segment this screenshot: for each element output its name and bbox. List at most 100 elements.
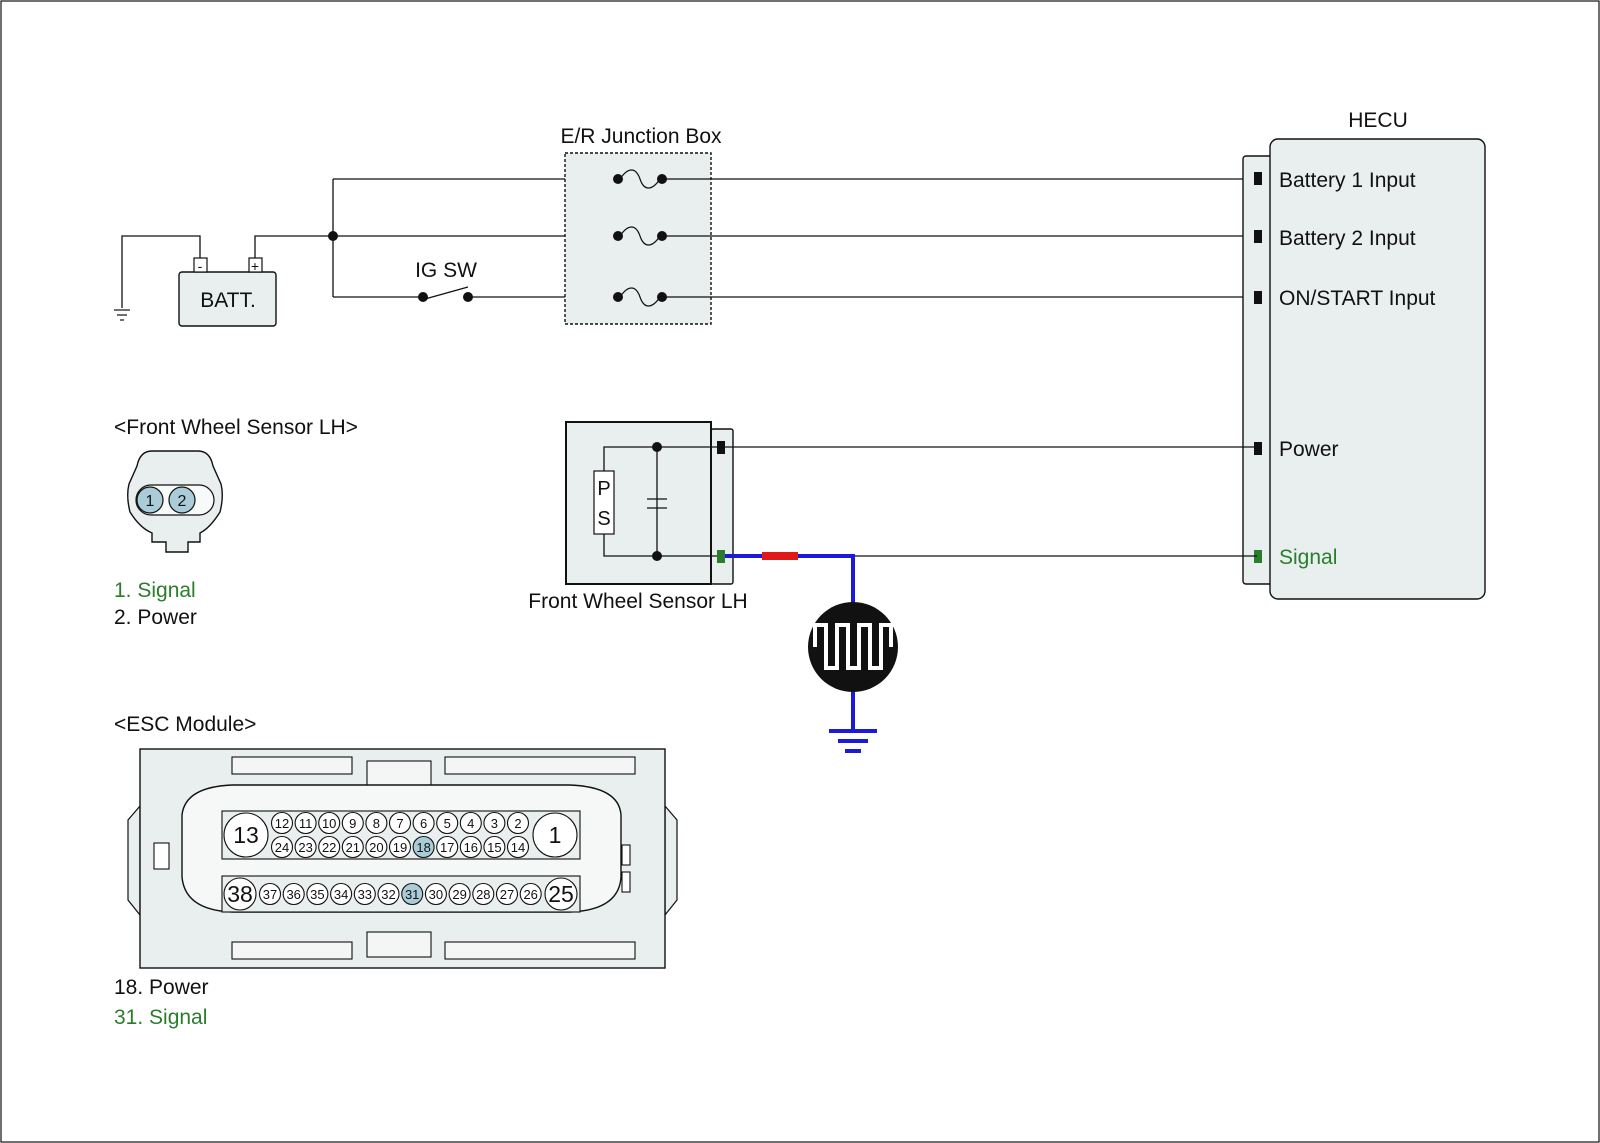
sensor-pin-1: 1 <box>146 493 155 510</box>
esc-pin-3 <box>483 811 506 835</box>
esc-pin-24 <box>270 835 294 859</box>
hecu-pin-battery1: Battery 1 Input <box>1279 169 1416 192</box>
esc-pin-label: 16 <box>464 840 478 855</box>
esc-pin-label: 38 <box>227 881 253 907</box>
battery-body <box>178 271 277 327</box>
esc-pin-label: 28 <box>476 887 490 902</box>
esc-pin-label: 15 <box>487 840 501 855</box>
esc-pin-label: 12 <box>275 816 289 831</box>
esc-pin-label: 24 <box>275 840 289 855</box>
pin-terminal-signal <box>717 550 725 563</box>
esc-pin-4 <box>459 811 482 835</box>
esc-pin-19 <box>388 835 412 859</box>
esc-pin-27 <box>495 882 519 906</box>
esc-pin-12 <box>270 811 294 835</box>
battery-ground-wire <box>121 235 201 308</box>
sensor-legend-signal: 1. Signal <box>114 579 196 602</box>
esc-pin-label: 30 <box>429 887 443 902</box>
esc-pin-label: 13 <box>233 822 259 848</box>
esc-pin-label: 18 <box>416 840 430 855</box>
esc-pin-label: 9 <box>349 816 356 831</box>
esc-pin-14 <box>506 835 530 859</box>
esc-pin-26 <box>519 882 542 906</box>
esc-pin-8 <box>365 811 388 835</box>
hecu-title: HECU <box>1348 109 1408 132</box>
esc-pin-29 <box>448 882 471 906</box>
esc-pin-label: 37 <box>263 887 277 902</box>
esc-pin-38 <box>223 877 257 911</box>
hecu-connector <box>1242 155 1274 585</box>
esc-pin-label: 19 <box>393 840 407 855</box>
esc-pin-label: 10 <box>322 816 336 831</box>
esc-pin-label: 8 <box>373 816 380 831</box>
hecu-pin-signal: Signal <box>1279 546 1337 569</box>
esc-pin-label: 7 <box>396 816 403 831</box>
esc-pin-11 <box>294 811 317 835</box>
esc-pin-label: 3 <box>491 816 498 831</box>
pin-terminal <box>717 441 725 454</box>
esc-pin-13 <box>223 812 269 858</box>
ig-switch-label: IG SW <box>415 259 477 282</box>
esc-pin-23 <box>294 835 317 859</box>
esc-pin-17 <box>436 835 459 859</box>
connector-pin <box>168 486 196 514</box>
esc-pin-2 <box>506 811 530 835</box>
sensor-legend-power: 2. Power <box>114 606 197 629</box>
esc-pin-20 <box>365 835 388 859</box>
hecu-pin-battery2: Battery 2 Input <box>1279 227 1416 250</box>
esc-pin-label: 23 <box>298 840 312 855</box>
connector-pin <box>136 486 164 514</box>
junction-box: E/R Junction Box <box>560 125 722 325</box>
esc-pin-25 <box>544 877 578 911</box>
esc-legend-power: 18. Power <box>114 976 209 999</box>
esc-pin-28 <box>472 882 495 906</box>
esc-pin-10 <box>318 811 341 835</box>
battery-ground-icon <box>114 309 130 321</box>
sensor-element-p: P <box>597 478 610 500</box>
sensor-body <box>565 421 712 585</box>
esc-pin-label: 5 <box>444 816 451 831</box>
hecu-pin-on-start: ON/START Input <box>1279 287 1436 310</box>
scope-probe <box>725 552 855 730</box>
esc-pin-label: 36 <box>286 887 300 902</box>
esc-pin-37 <box>258 882 282 906</box>
esc-pin-34 <box>330 882 353 906</box>
esc-pin-label: 20 <box>369 840 383 855</box>
battery: BATT. - + <box>178 257 277 327</box>
esc-pin-label: 17 <box>440 840 454 855</box>
ig-switch: IG SW <box>415 259 477 302</box>
esc-pin-label: 35 <box>310 887 324 902</box>
hecu-body <box>1269 138 1486 600</box>
esc-pin-32 <box>377 882 400 906</box>
hecu: HECU Battery 1 Input Battery 2 Input ON/… <box>1242 109 1486 600</box>
ground-symbol-icon <box>829 729 877 753</box>
battery-positive-wire <box>254 235 333 258</box>
esc-pin-22 <box>318 835 341 859</box>
esc-pin-21 <box>341 835 364 859</box>
esc-pin-6 <box>412 811 435 835</box>
battery-label: BATT. <box>200 289 256 312</box>
esc-pin-label: 25 <box>548 881 574 907</box>
pin-terminal <box>1254 172 1262 185</box>
esc-pin-label: 11 <box>299 816 313 831</box>
esc-pin-label: 31 <box>405 887 419 902</box>
pin-terminal <box>1254 230 1262 243</box>
esc-pin-label: 14 <box>511 840 525 855</box>
esc-pin-label: 27 <box>500 887 514 902</box>
sensor-pin-2: 2 <box>178 493 187 510</box>
sensor-element-s: S <box>597 508 610 530</box>
junction-box-body <box>564 152 712 325</box>
battery-neg-sign: - <box>198 258 203 274</box>
pin-terminal <box>1254 291 1262 304</box>
wheel-sensor: P S Front Wheel Sensor LH <box>528 421 748 613</box>
esc-pin-1 <box>532 812 578 858</box>
esc-pin-31 <box>401 882 424 906</box>
esc-pin-36 <box>282 882 305 906</box>
esc-legend-signal: 31. Signal <box>114 1006 207 1029</box>
esc-pin-label: 29 <box>452 887 466 902</box>
esc-pin-15 <box>483 835 506 859</box>
